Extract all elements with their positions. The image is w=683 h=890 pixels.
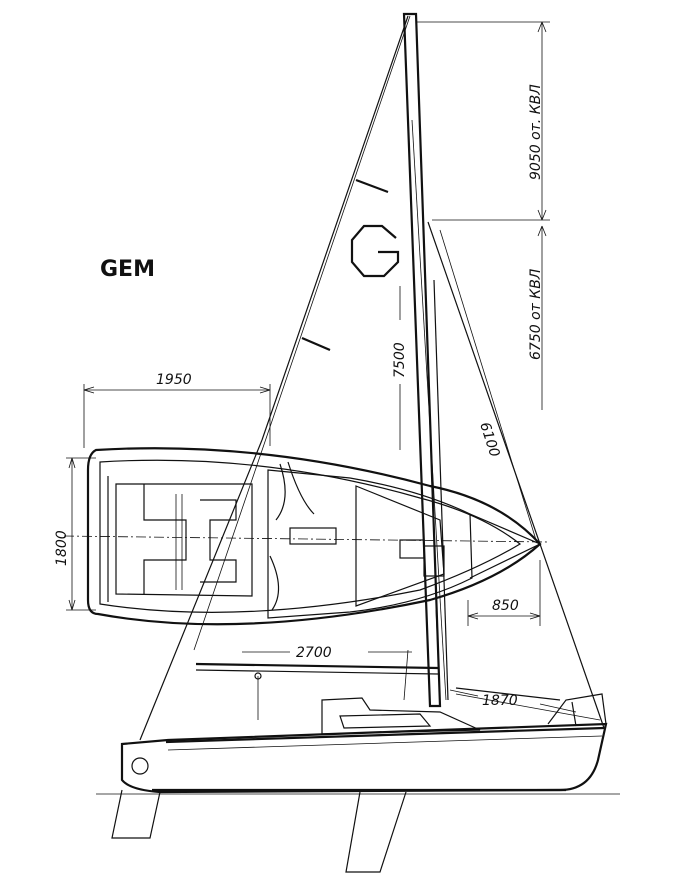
sail-batten: [301, 336, 331, 352]
hull: [120, 722, 608, 794]
sail-logo: G: [0, 0, 400, 278]
dimension-mast-top-height: 9050 от. КВЛ: [528, 84, 544, 180]
mainsail-leech: [261, 15, 409, 441]
rudder: [111, 789, 161, 839]
dimension-cockpit-length: 2700: [296, 645, 332, 661]
rudder-pintle: [131, 757, 149, 775]
keel: [345, 791, 407, 873]
deck-outline: [86, 447, 542, 626]
hull-profile: [96, 693, 620, 873]
dimensions: [66, 21, 577, 713]
cabin: [321, 697, 481, 735]
rigging: [139, 12, 605, 741]
dimension-boom-length: 1870: [482, 693, 518, 709]
dimension-deck-aft-length: 1950: [156, 372, 192, 388]
sail-batten: [355, 178, 389, 194]
boom: [195, 662, 439, 670]
dimension-luff-length: 7500: [392, 342, 408, 378]
boat-name-title: GEM: [100, 257, 155, 282]
dimension-beam: 1800: [54, 530, 70, 566]
dimension-forestay-height: 6750 от КВЛ: [528, 268, 544, 360]
deck-plan: [63, 447, 549, 626]
bow-pulpit: [547, 693, 607, 725]
sail-logo-letter: G: [0, 0, 1, 1]
jib-luff: [433, 279, 449, 701]
mast: [402, 12, 442, 708]
dimension-bow-overhang: 850: [492, 598, 519, 614]
